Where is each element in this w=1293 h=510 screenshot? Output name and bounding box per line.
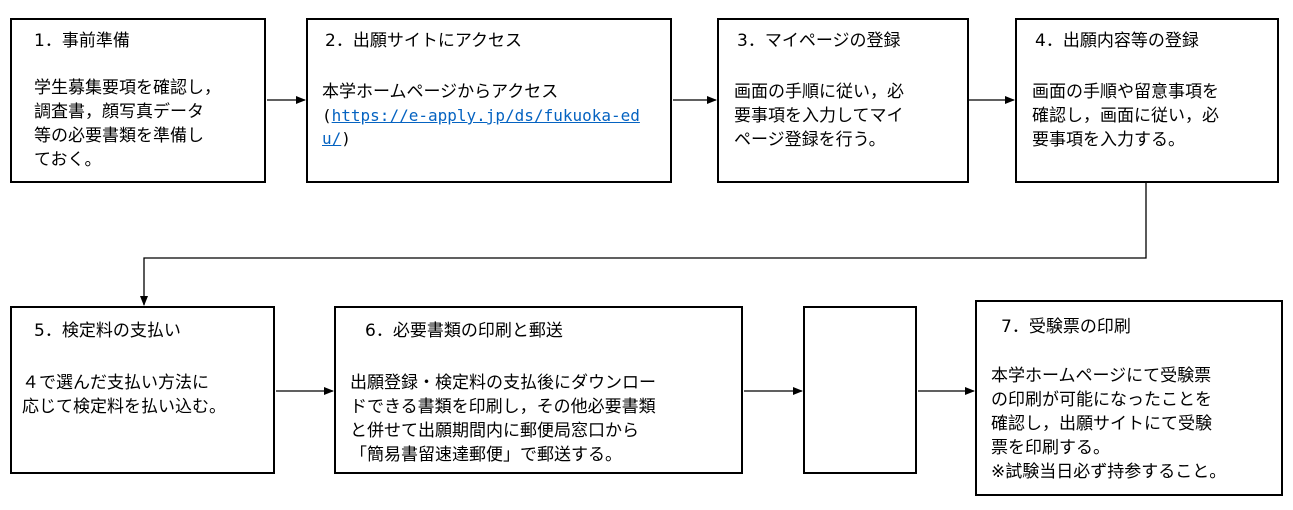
step-2-body: 本学ホームページからアクセス (https://e-apply.jp/ds/fu… <box>322 80 662 150</box>
step-5-title: 5．検定料の支払い <box>34 321 181 341</box>
step-7-body: 本学ホームページにて受験票 の印刷が可能になったことを 確認し，出願サイトにて受… <box>991 366 1227 482</box>
step-5-box: 5．検定料の支払い ４で選んだ支払い方法に 応じて検定料を払い込む。 <box>10 306 275 474</box>
link-close-paren: ) <box>341 129 351 148</box>
step-6-title: 6．必要書類の印刷と郵送 <box>365 321 563 341</box>
step-2-title: 2．出願サイトにアクセス <box>325 31 522 51</box>
step-6-box: 6．必要書類の印刷と郵送 出願登録・検定料の支払後にダウンロー ドできる書類を印… <box>334 306 743 474</box>
link-open-paren: ( <box>322 106 332 125</box>
step-1-title: 1．事前準備 <box>34 31 130 51</box>
step-2-box: 2．出願サイトにアクセス 本学ホームページからアクセス (https://e-a… <box>306 18 672 183</box>
step-7-title: 7．受験票の印刷 <box>1001 317 1131 337</box>
step-5-body: ４で選んだ支払い方法に 応じて検定料を払い込む。 <box>22 373 226 417</box>
step-4-title: 4．出願内容等の登録 <box>1035 31 1199 51</box>
arrow-4-to-5 <box>140 183 1147 306</box>
step-2-body-text: 本学ホームページからアクセス <box>322 82 559 102</box>
step-1-body: 学生募集要項を確認し， 調査書，顔写真データ 等の必要書類を準備し ておく。 <box>34 78 221 170</box>
step-3-title: 3．マイページの登録 <box>737 31 901 51</box>
step-7-box: 7．受験票の印刷 本学ホームページにて受験票 の印刷が可能になったことを 確認し… <box>975 300 1283 496</box>
step-2-link-line: (https://e-apply.jp/ds/fukuoka-edu/) <box>322 104 662 150</box>
step-6-body: 出願登録・検定料の支払後にダウンロー ドできる書類を印刷し，その他必要書類 と併… <box>350 373 656 465</box>
step-3-body: 画面の手順に従い，必 要事項を入力してマイ ページ登録を行う。 <box>734 82 904 150</box>
step-4-box: 4．出願内容等の登録 画面の手順や留意事項を 確認し，画面に従い，必 要事項を入… <box>1015 18 1279 183</box>
step-1-box: 1．事前準備 学生募集要項を確認し， 調査書，顔写真データ 等の必要書類を準備し… <box>10 18 266 183</box>
application-site-link[interactable]: https://e-apply.jp/ds/fukuoka-edu/ <box>322 106 640 148</box>
application-complete-box <box>803 306 917 474</box>
step-3-box: 3．マイページの登録 画面の手順に従い，必 要事項を入力してマイ ページ登録を行… <box>717 18 969 183</box>
step-4-body: 画面の手順や留意事項を 確認し，画面に従い，必 要事項を入力する。 <box>1032 82 1219 150</box>
